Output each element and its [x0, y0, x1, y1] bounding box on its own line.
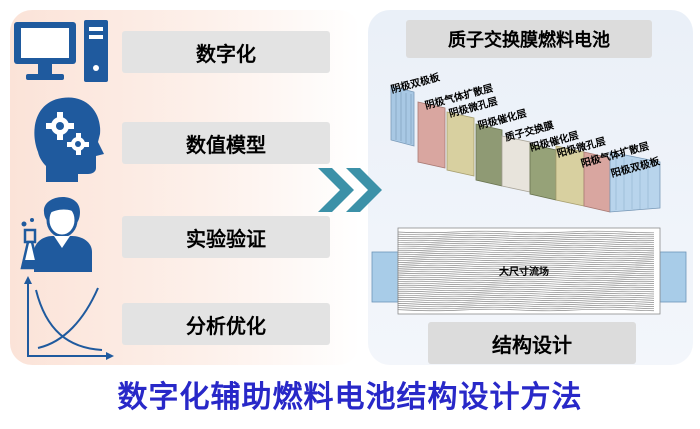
- flow-channel-line: [397, 308, 655, 312]
- flow-channel-line: [397, 278, 655, 282]
- flow-channel-line: [397, 236, 655, 240]
- scientist-icon: [20, 186, 104, 276]
- flow-channel-line: [397, 294, 655, 298]
- flow-channel-line: [397, 274, 654, 278]
- flow-channel-line: [397, 298, 655, 302]
- flow-channel-line: [397, 256, 655, 260]
- flow-channel-line: [397, 264, 655, 268]
- flow-field-label: 大尺寸流场: [499, 267, 549, 278]
- flow-channel-line: [397, 234, 655, 238]
- flow-channel-line: [397, 270, 655, 274]
- flow-channel-line: [397, 292, 655, 296]
- curve-chart-icon: [18, 276, 114, 366]
- flow-channel-line: [397, 268, 655, 272]
- flow-channel-line: [397, 304, 655, 308]
- step-digitization: 数字化: [122, 31, 330, 73]
- layer-membrane: [501, 135, 531, 193]
- flow-channel-line: [397, 230, 655, 234]
- flow-channel-line: [397, 232, 654, 236]
- flow-channel-line: [397, 252, 655, 256]
- label-cathode-bipolar-plate: 阴极双极板: [389, 70, 442, 96]
- flow-channel-line: [397, 290, 655, 294]
- flow-channel-line: [397, 248, 655, 252]
- flow-channel-line: [397, 280, 655, 284]
- flow-channel-line: [397, 286, 655, 290]
- layer-cathode-mpl: [446, 111, 475, 177]
- anode-bipolar-plate: [609, 151, 661, 213]
- cathode-bipolar-plate: [390, 85, 415, 147]
- flow-channel-line: [397, 282, 655, 286]
- flow-channel-line: [397, 246, 655, 250]
- flow-channel-line: [397, 300, 655, 304]
- flow-channel-line: [397, 242, 655, 246]
- head-gears-icon: [28, 92, 104, 186]
- step-numerical-model: 数值模型: [122, 122, 330, 164]
- flow-channel-line: [397, 288, 655, 292]
- footer-title: 数字化辅助燃料电池结构设计方法: [117, 380, 583, 415]
- layer-cathode-gdl: [417, 101, 446, 169]
- flow-channel-line: [397, 258, 655, 262]
- structure-design-label: 结构设计: [428, 322, 636, 364]
- flow-field-graphic: [371, 227, 687, 315]
- flow-channel-line: [397, 296, 655, 300]
- flow-channel-line: [397, 262, 655, 266]
- fuel-cell-title: 质子交换膜燃料电池: [406, 20, 652, 58]
- flow-channel-line: [397, 306, 655, 310]
- flow-channel-line: [397, 244, 655, 248]
- layer-cathode-cl: [475, 123, 503, 187]
- flow-channel-line: [397, 260, 655, 264]
- flow-channel-line: [397, 272, 655, 276]
- flow-channel-line: [397, 302, 655, 306]
- flow-channel-line: [397, 284, 655, 288]
- flow-channel-line: [397, 240, 655, 244]
- flow-channel-line: [397, 254, 655, 258]
- flow-channel-line: [397, 276, 655, 280]
- double-chevron-arrow-icon: [318, 168, 384, 216]
- flow-channel-line: [397, 238, 655, 242]
- step-experimental-validation: 实验验证: [122, 216, 330, 258]
- computer-icon: [12, 18, 112, 90]
- step-analysis-optimization: 分析优化: [122, 303, 330, 345]
- flow-channel-line: [397, 266, 655, 270]
- flow-channel-line: [397, 250, 655, 254]
